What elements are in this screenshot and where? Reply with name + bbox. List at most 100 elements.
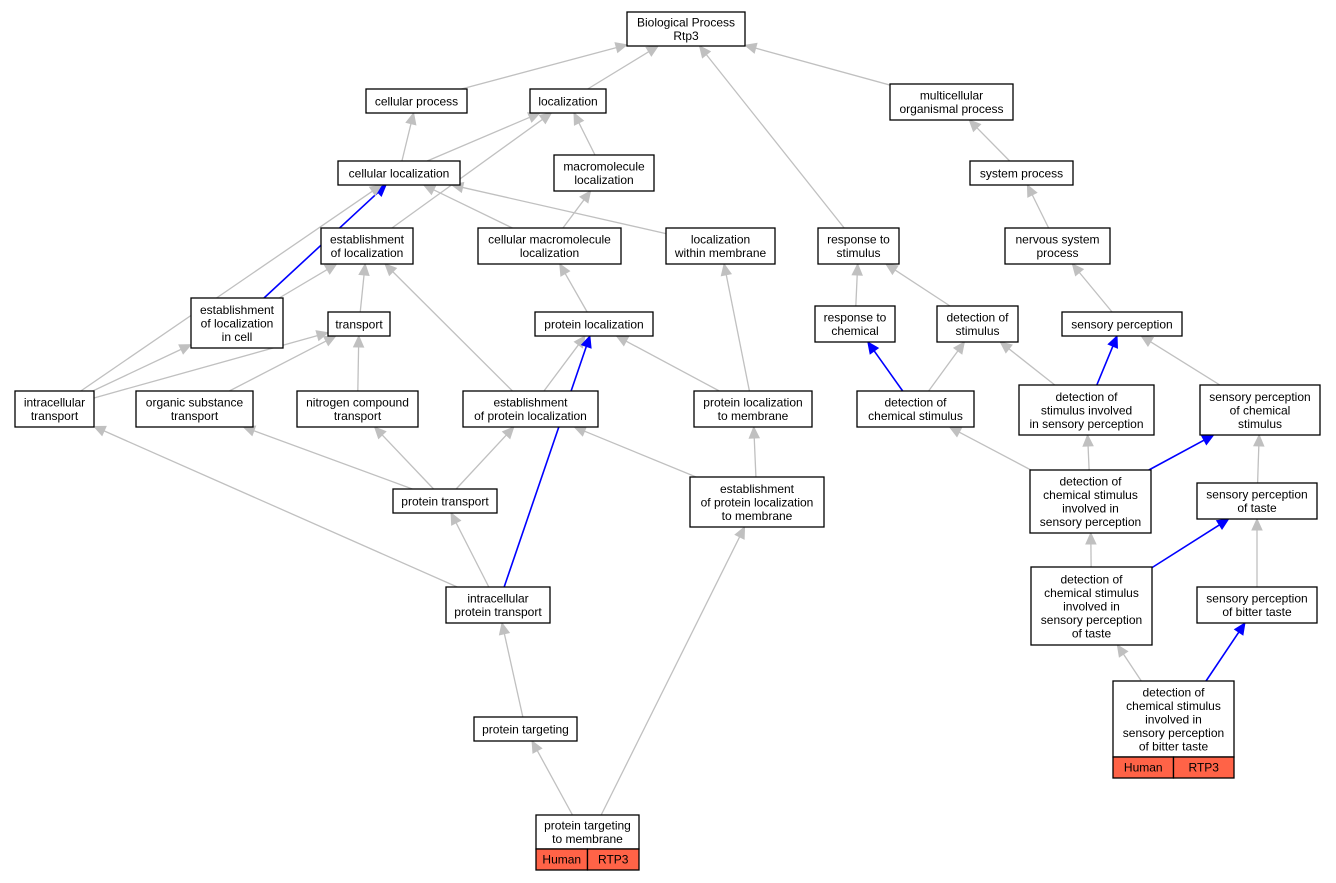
go-term-node-cp[interactable]: cellular process xyxy=(365,88,468,114)
node-label-line: to membrane xyxy=(722,509,793,523)
go-term-node-loc[interactable]: localization xyxy=(529,88,607,114)
edge-line xyxy=(543,344,579,392)
node-label-line: detection of xyxy=(1060,572,1123,586)
arrowhead xyxy=(323,263,338,275)
node-label-line: sensory perception xyxy=(1206,592,1307,606)
go-term-node-sysp[interactable]: system process xyxy=(969,160,1074,186)
edge-rtc-to-rts xyxy=(851,262,863,307)
arrowhead xyxy=(531,739,543,754)
node-label-line: transport xyxy=(171,409,219,423)
node-label-line: stimulus involved xyxy=(1041,403,1132,417)
node-label-line: detection of xyxy=(1142,685,1205,699)
edge-line xyxy=(1151,524,1220,569)
edge-line xyxy=(1256,445,1260,484)
edge-epl-to-pl xyxy=(543,335,586,392)
edge-docs-to-dos xyxy=(928,341,966,392)
go-term-node-ptg[interactable]: protein targeting xyxy=(473,716,578,742)
edge-ptgm-to-ptg xyxy=(531,739,574,816)
node-box xyxy=(327,311,391,337)
edge-docsispt-to-docsisp xyxy=(1085,531,1097,568)
go-term-node-cl[interactable]: cellular localization xyxy=(337,160,461,186)
node-label-line: transport xyxy=(335,317,383,331)
node-label-line: of chemical xyxy=(1230,403,1291,417)
edge-line xyxy=(755,47,891,86)
edge-ipt-to-pl xyxy=(503,334,592,588)
edge-pt-to-epl xyxy=(455,426,515,490)
node-box xyxy=(534,311,654,337)
edge-line xyxy=(562,199,585,229)
arrowhead xyxy=(1140,335,1155,347)
edge-pltm-to-pl xyxy=(615,335,720,392)
arrowhead xyxy=(526,112,541,123)
arrowhead xyxy=(743,42,758,54)
go-term-node-pl[interactable]: protein localization xyxy=(534,311,654,337)
edge-line xyxy=(359,274,365,313)
edge-line xyxy=(855,274,858,307)
arrowhead xyxy=(352,334,365,348)
node-box xyxy=(553,154,655,192)
arrowhead xyxy=(1253,433,1265,447)
arrowhead xyxy=(968,119,982,133)
node-box xyxy=(529,88,607,114)
node-box xyxy=(936,305,1019,343)
edge-line xyxy=(536,750,574,816)
edge-line xyxy=(873,350,904,392)
node-label-line: of localization xyxy=(331,246,404,260)
node-box xyxy=(1196,482,1318,520)
edge-mop-to-bp xyxy=(743,42,891,86)
node-label-line: intracellular xyxy=(24,396,85,410)
edge-line xyxy=(587,51,650,90)
go-term-node-pt[interactable]: protein transport xyxy=(392,488,498,514)
node-box xyxy=(337,160,461,186)
node-label-line: nitrogen compound xyxy=(306,396,409,410)
arrowhead xyxy=(559,262,571,277)
node-label-line: stimulus xyxy=(836,246,880,260)
edge-epltm-to-epl xyxy=(573,426,697,478)
edge-pt-to-ost xyxy=(242,425,413,490)
edge-docsispbt-to-docsispt xyxy=(1116,643,1142,682)
edge-spbt-to-spt xyxy=(1251,517,1263,587)
node-label-line: organismal process xyxy=(899,102,1003,116)
node-label-line: within membrane xyxy=(674,246,767,260)
node-label-line: multicellular xyxy=(920,89,983,103)
edge-docsispt-to-spt xyxy=(1151,518,1230,569)
go-term-node-tr[interactable]: transport xyxy=(327,311,391,337)
arrowhead xyxy=(1251,517,1263,531)
edge-spt-to-spcs xyxy=(1253,433,1265,484)
node-label-line: stimulus xyxy=(955,324,999,338)
edge-ptgm-to-epltm xyxy=(600,525,746,816)
arrowhead xyxy=(1082,433,1094,447)
go-term-node-sp[interactable]: sensory perception xyxy=(1061,311,1183,337)
node-label-line: establishment xyxy=(493,396,568,410)
edge-line xyxy=(1087,445,1090,471)
arrowhead xyxy=(948,426,963,438)
